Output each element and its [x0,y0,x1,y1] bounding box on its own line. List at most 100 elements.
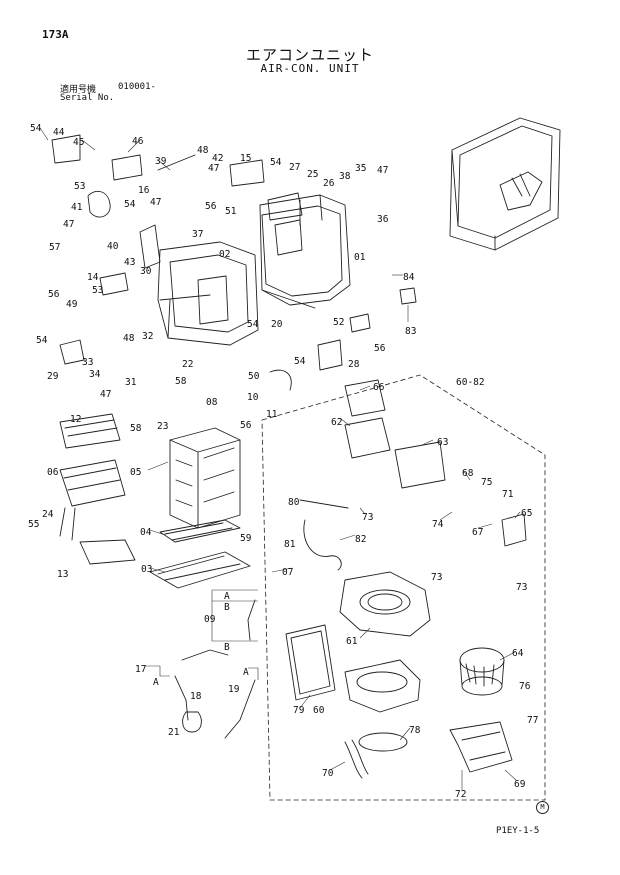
harness-81 [303,519,342,571]
cover-15 [229,159,265,187]
part-number-label: 27 [289,162,300,173]
duct-70 [344,739,369,779]
part-number-label: 73 [431,572,442,583]
serial-label-english: Serial No. [60,93,115,103]
part-number-label: 25 [307,169,318,180]
part-number-label: 58 [130,423,142,434]
part-number-label: 11 [266,409,278,420]
part-number-label: 75 [481,477,492,488]
heater-core-06 [59,459,126,507]
part-number-label: 67 [472,527,483,538]
cable-10 [269,369,292,391]
evaporator-05 [169,427,241,529]
part-number-label: 64 [512,648,524,659]
part-number-label: 53 [92,285,103,296]
filter-13 [79,539,136,565]
part-number-label: 35 [355,163,366,174]
cab-thumbnail [449,117,561,251]
part-number-label: 69 [514,779,526,790]
part-number-label: 63 [437,437,448,448]
part-number-label: 40 [107,241,119,252]
part-number-label: 44 [53,127,65,138]
part-number-label: 54 [270,157,282,168]
part-number-label: 34 [89,369,101,380]
part-number-label: 54 [247,319,259,330]
part-number-label: 21 [168,727,180,738]
cover-46 [111,154,143,181]
part-number-label: 56 [240,420,252,431]
part-number-label: 50 [248,371,260,382]
bracket-30 [139,224,161,269]
blower-case-61 [339,571,431,637]
part-number-label: 36 [377,214,389,225]
part-number-label: 68 [462,468,474,479]
m-mark: M [536,801,549,814]
actuator-63 [394,441,446,489]
blower-case-60 [344,659,421,713]
part-number-label: 60 [313,705,325,716]
part-number-label: 56 [48,289,60,300]
part-number-label: 51 [225,206,237,217]
part-number-label: 30 [140,266,152,277]
link-29 [59,339,85,365]
part-number-label: 57 [49,242,60,253]
pipes-24 [59,507,76,541]
part-number-label: 47 [377,165,388,176]
part-number-label: 46 [132,136,144,147]
part-number-label: 48 [123,333,135,344]
part-number-label: 39 [155,156,167,167]
tray-03 [149,551,251,589]
part-number-label: 45 [73,137,84,148]
part-number-label: 08 [206,397,218,408]
panel-14 [99,272,129,296]
part-number-label: A [243,667,249,678]
part-number-label: 53 [74,181,85,192]
part-number-label: 19 [228,684,240,695]
title-english: AIR-CON. UNIT [260,62,360,75]
pipe-19 [224,679,256,739]
part-number-label: 59 [240,533,252,544]
bracket-52 [349,313,371,333]
part-number-label: 58 [175,376,187,387]
pipe-09 [247,599,256,641]
part-number-label: 81 [284,539,296,550]
part-number-label: 13 [57,569,68,580]
unit-28 [317,339,343,371]
actuator-62 [344,417,391,459]
part-number-label: 10 [247,392,259,403]
part-number-label: 29 [47,371,59,382]
part-number-label: 54 [294,356,306,367]
part-number-label: 09 [204,614,216,625]
part-number-label: 26 [323,178,335,189]
clamp-44 [51,134,81,164]
part-number-label: 70 [322,768,334,779]
part-number-label: 77 [527,715,538,726]
main-housing-01 [259,192,351,306]
valve-17 [181,649,229,661]
bracket-83 [399,287,417,305]
part-number-label: 73 [516,582,527,593]
part-number-label: 55 [28,519,39,530]
part-number-label: 78 [409,725,421,736]
part-number-label: 79 [293,705,305,716]
part-number-label: 41 [71,202,83,213]
rod-39 [157,154,196,171]
drawing-reference: P1EY-1-5 [496,826,540,836]
part-number-label: 73 [362,512,373,523]
part-number-label: 33 [82,357,93,368]
plate-66 [344,379,386,417]
part-number-label: 72 [455,789,466,800]
part-number-label: 20 [271,319,283,330]
part-number-label: 04 [140,527,152,538]
part-number-label: 43 [124,257,135,268]
part-number-label: 52 [333,317,344,328]
part-number-label: 01 [354,252,366,263]
grommet-21 [182,711,202,733]
front-housing-02 [157,241,259,346]
part-number-label: 17 [135,664,146,675]
part-number-label: 02 [219,249,230,260]
pipe-18 [174,675,189,721]
part-number-label: 47 [208,163,219,174]
